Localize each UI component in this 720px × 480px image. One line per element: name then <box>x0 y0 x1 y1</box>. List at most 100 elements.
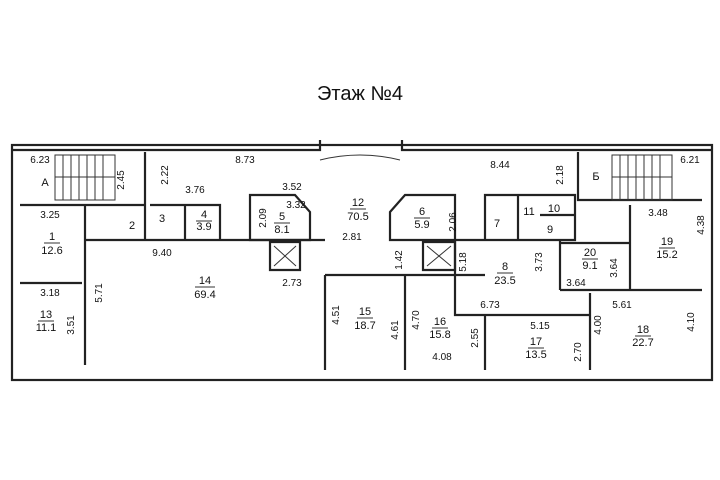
plan-label: 7 <box>494 218 500 230</box>
plan-label: 2.22 <box>160 165 171 185</box>
plan-label: 3.32 <box>286 200 306 211</box>
plan-label: 12 <box>352 197 364 209</box>
plan-label: 3.64 <box>566 278 586 289</box>
plan-label: 4.08 <box>432 352 452 363</box>
room-6: 65.9 <box>414 206 429 231</box>
room-2: 2 <box>129 220 135 232</box>
room-labels: 112.6 2 3 43.9 58.1 65.9 7 823.5 9 10 11… <box>36 197 678 361</box>
plan-label: 5.61 <box>612 300 632 311</box>
plan-label: 11 <box>523 206 534 218</box>
plan-label: 2.45 <box>116 170 127 190</box>
plan-label: 13 <box>40 309 52 321</box>
plan-label: 4.51 <box>331 305 342 325</box>
plan-label: 70.5 <box>347 211 368 223</box>
room-4: 43.9 <box>196 209 211 233</box>
walls <box>10 140 714 382</box>
plan-label: 5.18 <box>458 252 469 272</box>
plan-label: 5.15 <box>530 321 550 332</box>
plan-label: 6.23 <box>30 155 50 166</box>
room-11: 11 <box>523 206 534 218</box>
plan-label: 12.6 <box>41 245 62 257</box>
stair-b: Б <box>592 154 673 201</box>
plan-label: 2.81 <box>342 232 362 243</box>
plan-label: 1 <box>49 231 55 243</box>
plan-label: 4.61 <box>390 320 401 340</box>
plan-label: 14 <box>199 275 211 287</box>
plan-label: 2.70 <box>573 342 584 362</box>
plan-label: 17 <box>530 336 542 348</box>
plan-label: 4.10 <box>686 312 697 332</box>
stair-a-label: А <box>41 177 49 189</box>
room-3: 3 <box>159 213 165 225</box>
plan-label: 18 <box>637 324 649 336</box>
stair-b-label: Б <box>592 171 599 183</box>
plan-label: 10 <box>548 203 560 215</box>
plan-label: 6.73 <box>480 300 500 311</box>
plan-label: 2.73 <box>282 278 302 289</box>
plan-label: 6 <box>419 206 425 218</box>
plan-label: 8 <box>502 261 508 273</box>
plan-label: 18.7 <box>354 320 375 332</box>
plan-label: 5.71 <box>94 283 105 303</box>
plan-label: 2 <box>129 220 135 232</box>
plan-label: 8.1 <box>274 224 289 236</box>
plan-label: 11.1 <box>36 322 57 334</box>
plan-label: 2.18 <box>555 165 566 185</box>
plan-title: Этаж №4 <box>317 83 403 105</box>
room-9: 9 <box>547 224 553 236</box>
plan-label: 3 <box>159 213 165 225</box>
plan-label: 15.8 <box>429 329 450 341</box>
plan-label: 8.73 <box>235 155 255 166</box>
plan-label: 3.18 <box>40 288 60 299</box>
plan-label: 3.48 <box>648 208 668 219</box>
plan-label: 9 <box>547 224 553 236</box>
room-8: 823.5 <box>494 261 515 287</box>
plan-label: 2.09 <box>258 208 269 228</box>
room-5: 58.1 <box>274 211 289 236</box>
plan-label: 3.64 <box>609 258 620 278</box>
dimension-labels: 6.23 2.45 2.22 8.73 3.76 3.52 3.32 2.09 … <box>30 155 707 363</box>
plan-label: 13.5 <box>525 349 546 361</box>
plan-label: 3.51 <box>66 315 77 335</box>
plan-label: 69.4 <box>194 289 215 301</box>
room-12: 12 70.5 <box>347 197 368 223</box>
plan-label: 8.44 <box>490 160 510 171</box>
plan-label: 23.5 <box>494 275 515 287</box>
plan-label: 4.00 <box>593 315 604 335</box>
room-7: 7 <box>494 218 500 230</box>
plan-label: 2.55 <box>470 328 481 348</box>
plan-label: 1.42 <box>394 250 405 270</box>
room-14: 14 69.4 <box>194 275 215 301</box>
plan-label: 6.21 <box>680 155 700 166</box>
plan-label: 9.1 <box>582 260 597 272</box>
room-label-underlines <box>38 208 675 349</box>
plan-label: 4 <box>201 209 207 221</box>
plan-label: 3.73 <box>534 252 545 272</box>
plan-label: 5.9 <box>414 219 429 231</box>
plan-label: 3.76 <box>185 185 205 196</box>
elevator-icons <box>273 245 452 267</box>
room-15: 15 18.7 <box>354 306 375 332</box>
room-10: 10 <box>548 203 560 215</box>
plan-label: 22.7 <box>632 337 653 349</box>
plan-label: 3.25 <box>40 210 60 221</box>
plan-label: 5 <box>279 211 285 223</box>
plan-label: 15 <box>359 306 371 318</box>
plan-label: 15.2 <box>656 249 677 261</box>
stair-a: А <box>41 154 116 201</box>
room-1: 112.6 <box>41 231 62 257</box>
plan-label: 9.40 <box>152 248 172 259</box>
plan-label: 19 <box>661 236 673 248</box>
plan-label: 3.52 <box>282 182 302 193</box>
plan-label: 4.70 <box>411 310 422 330</box>
plan-label: 20 <box>584 247 596 259</box>
plan-label: 3.9 <box>196 221 211 233</box>
plan-label: 4.38 <box>696 215 707 235</box>
room-20: 209.1 <box>582 247 597 272</box>
